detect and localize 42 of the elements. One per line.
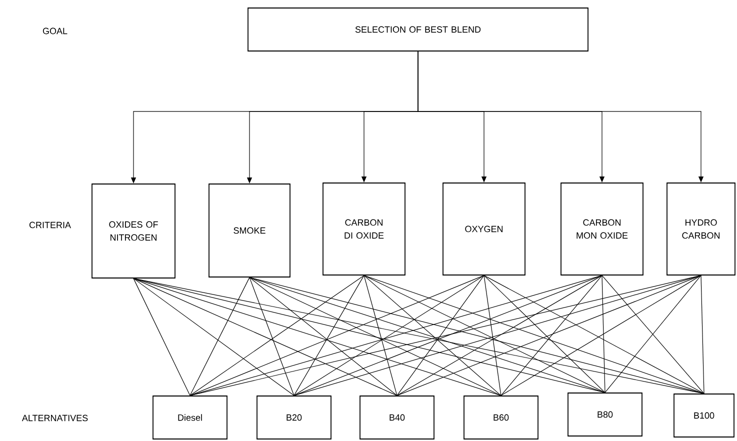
level-label: CRITERIA	[29, 222, 71, 228]
alternative-box: B40	[360, 396, 434, 440]
connector-line	[364, 275, 502, 396]
connector-line	[396, 275, 484, 396]
connector-line	[249, 277, 502, 396]
connector-line	[484, 275, 606, 393]
alternative-box: B100	[674, 394, 734, 438]
criterion-box: SMOKE	[208, 184, 290, 278]
connector-line	[249, 277, 398, 396]
criterion-box: CARBON MON OXIDE	[560, 182, 644, 276]
level-label: ALTERNATIVES	[22, 414, 88, 422]
criterion-box: OXIDES OF NITROGEN	[92, 184, 176, 278]
criterion-box: OXYGEN	[442, 182, 526, 276]
connector-line	[700, 275, 704, 394]
connector-line	[484, 275, 502, 396]
connector-line	[364, 275, 606, 393]
connector-line	[133, 278, 294, 396]
connector-line	[294, 275, 602, 396]
connector-line	[133, 278, 606, 393]
connector-line	[500, 275, 602, 396]
connector-line	[133, 278, 190, 396]
connector-line	[190, 277, 250, 396]
connector-line	[294, 275, 484, 396]
connector-line	[396, 275, 602, 396]
connector-line	[249, 277, 294, 396]
level-label: GOAL	[42, 28, 68, 34]
criterion-box: CARBON DI OXIDE	[322, 182, 406, 276]
connector-line	[249, 277, 606, 393]
connector-line	[190, 275, 484, 396]
connector-line	[133, 278, 502, 396]
connector-line	[190, 275, 602, 396]
connector-line	[364, 275, 398, 396]
connector-line	[190, 275, 364, 396]
alternative-box: Diesel	[152, 396, 228, 440]
alternative-box: B20	[256, 396, 332, 440]
connector-line	[133, 278, 398, 396]
goal-box: SELECTION OF BEST BLEND	[248, 8, 588, 52]
connector-line	[602, 275, 606, 393]
criterion-box: HYDRO CARBON	[666, 182, 736, 276]
connector-line	[294, 275, 364, 396]
alternative-box: B80	[568, 392, 642, 436]
alternative-box: B60	[464, 396, 538, 440]
